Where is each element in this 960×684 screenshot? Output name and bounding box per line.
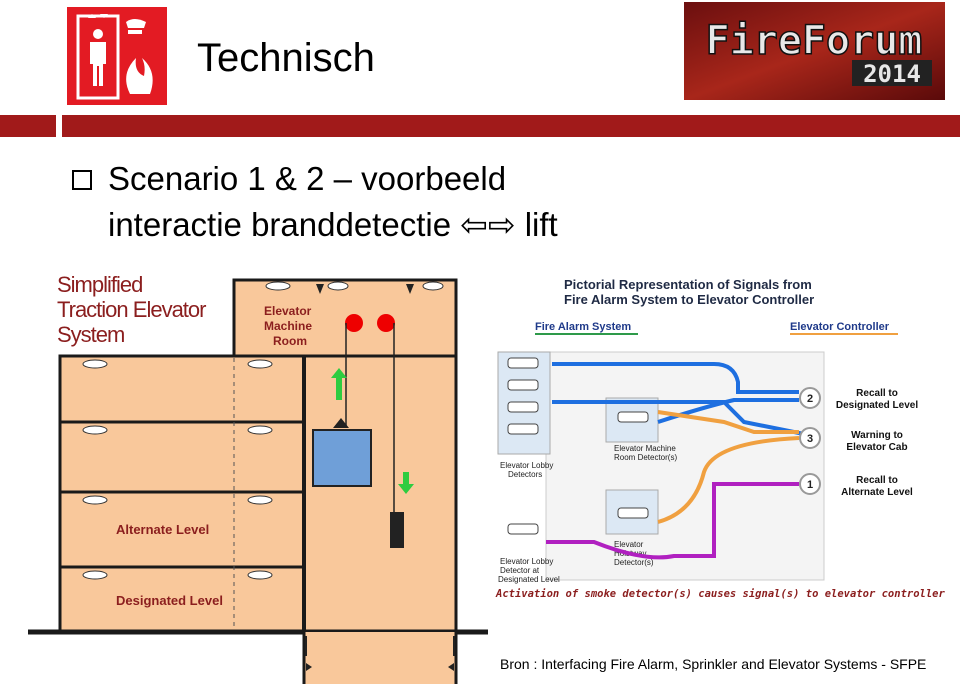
signals-title-line1: Pictorial Representation of Signals from	[564, 277, 812, 292]
fire-alarm-system-label: Fire Alarm System	[535, 321, 631, 333]
signal-number-1: 1	[807, 479, 813, 491]
bullet-text-line1: Scenario 1 & 2 – voorbeeld	[108, 160, 507, 197]
designated-detector-line2: Detector at	[500, 566, 540, 575]
signals-title-line2: Fire Alarm System to Elevator Controller	[564, 292, 814, 307]
machine-room-line1: Elevator	[264, 304, 312, 318]
designated-detector-line3: Designated Level	[498, 575, 560, 584]
header-bar-left	[0, 115, 56, 137]
signal-2-line1: Recall to	[856, 388, 898, 399]
signal-number-2: 2	[807, 393, 813, 405]
lobby-detectors-line2: Detectors	[508, 470, 542, 479]
logo-year: 2014	[863, 60, 921, 88]
machine-room-detector-line1: Elevator Machine	[614, 444, 676, 453]
designated-level-label: Designated Level	[116, 593, 223, 608]
signal-node-2	[799, 387, 821, 409]
signals-caption: Activation of smoke detector(s) causes s…	[495, 588, 946, 600]
alternate-level-label: Alternate Level	[116, 522, 209, 537]
signal-1-line1: Recall to	[856, 475, 898, 486]
left-title-line3: System	[57, 322, 125, 347]
bullet-text-line2: interactie branddetectie ⇦⇨ lift	[108, 206, 558, 243]
machine-room-detector-line2: Room Detector(s)	[614, 453, 677, 462]
logo-text: FireForum	[706, 18, 923, 64]
machine-room-line3: Room	[273, 334, 307, 348]
fireforum-logo: FireForum 2014	[684, 2, 945, 100]
signal-3-line2: Elevator Cab	[846, 442, 907, 453]
machine-room-line2: Machine	[264, 319, 312, 333]
signal-node-3	[799, 427, 821, 449]
signal-node-1	[799, 473, 821, 495]
left-diagram-title: Simplified Traction Elevator System	[57, 272, 206, 347]
hoistway-detector-line3: Detector(s)	[614, 558, 654, 567]
header-bar	[62, 115, 960, 137]
source-credit: Bron : Interfacing Fire Alarm, Sprinkler…	[500, 656, 927, 672]
hoistway-detector-line1: Elevator	[614, 540, 644, 549]
signal-1-line2: Alternate Level	[841, 487, 913, 498]
bullet-checkbox-icon	[72, 170, 92, 190]
elevator-controller-label: Elevator Controller	[790, 321, 890, 333]
page-title: Technisch	[197, 36, 375, 80]
signal-3-line1: Warning to	[851, 430, 903, 441]
fire-elevator-sign-icon	[64, 4, 170, 108]
signal-number-3: 3	[807, 433, 813, 445]
signals-diagram: Pictorial Representation of Signals from…	[495, 277, 946, 600]
designated-detector-line1: Elevator Lobby	[500, 557, 553, 566]
traction-elevator-diagram: Alternate Level Designated Level Elevato…	[28, 278, 488, 684]
left-title-line1: Simplified	[57, 272, 143, 297]
signal-2-line2: Designated Level	[836, 400, 918, 411]
lobby-detectors-line1: Elevator Lobby	[500, 461, 553, 470]
left-title-line2: Traction Elevator	[57, 297, 206, 322]
